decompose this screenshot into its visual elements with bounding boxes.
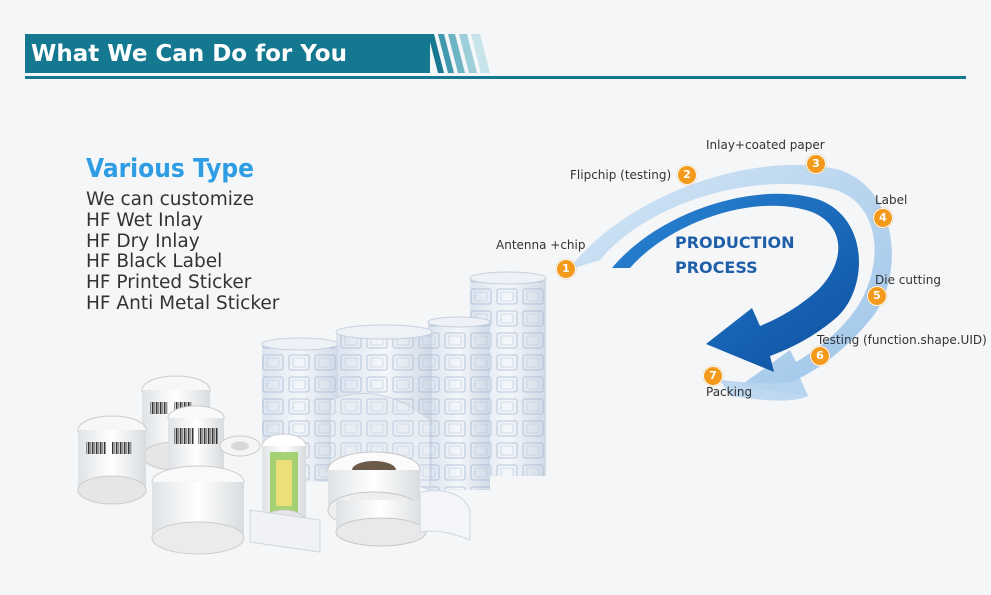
header-stripes-decoration bbox=[428, 34, 490, 73]
types-item: HF Printed Sticker bbox=[86, 272, 252, 294]
types-item: HF Black Label bbox=[86, 251, 223, 273]
header-underline bbox=[25, 76, 966, 79]
step-badge-2: 2 bbox=[677, 165, 697, 185]
types-heading: Various Type bbox=[86, 154, 255, 184]
step-label-4: Label bbox=[875, 193, 908, 207]
types-item: HF Wet Inlay bbox=[86, 209, 203, 231]
types-item: HF Dry Inlay bbox=[86, 230, 200, 252]
page-title: What We Can Do for You bbox=[31, 41, 347, 67]
step-label-5: Die cutting bbox=[875, 273, 941, 287]
step-badge-7: 7 bbox=[703, 366, 723, 386]
step-label-2: Flipchip (testing) bbox=[570, 168, 672, 182]
types-item: We can customize bbox=[86, 189, 254, 210]
product-types: Various Type We can customize HF Wet Inl… bbox=[86, 152, 279, 315]
step-badge-1: 1 bbox=[556, 259, 576, 279]
header-bar bbox=[25, 34, 430, 73]
step-badge-6: 6 bbox=[810, 346, 830, 366]
process-title-line1: PRODUCTION bbox=[675, 233, 795, 252]
step-badge-5: 5 bbox=[867, 286, 887, 306]
step-label-6: Testing (function.shape.UID) bbox=[817, 333, 987, 347]
types-item: HF Anti Metal Sticker bbox=[86, 292, 280, 314]
process-title-line2: PROCESS bbox=[675, 258, 758, 277]
process-title: PRODUCTION PROCESS bbox=[675, 230, 795, 280]
step-badge-3: 3 bbox=[806, 154, 826, 174]
types-list: We can customize HF Wet Inlay HF Dry Inl… bbox=[86, 189, 280, 315]
step-badge-4: 4 bbox=[873, 208, 893, 228]
step-label-1: Antenna +chip bbox=[496, 238, 586, 252]
step-label-3: Inlay+coated paper bbox=[706, 138, 825, 152]
step-label-7: Packing bbox=[706, 385, 753, 399]
